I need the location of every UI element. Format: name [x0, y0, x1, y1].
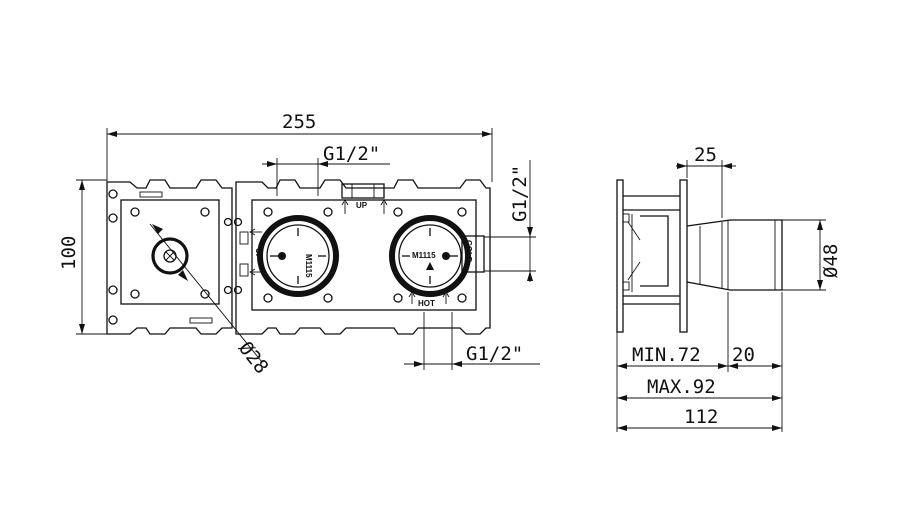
dim-diameter-small — [149, 223, 263, 363]
diameter-large-text: Ø48 — [820, 244, 842, 278]
cold-label: COLD — [464, 240, 473, 263]
depth-top-text: 25 — [694, 144, 717, 166]
up-label: UP — [356, 201, 368, 210]
dim-min-depth — [616, 292, 783, 432]
thread-right-text: G1/2" — [509, 165, 531, 222]
min-depth-text: MIN.72 — [632, 344, 701, 366]
side-view — [616, 179, 783, 333]
max-depth-text: MAX.92 — [647, 376, 716, 398]
extra-text: 20 — [732, 344, 755, 366]
left-cartridge-code: M1115 — [304, 254, 313, 278]
right-cartridge: M1115 — [389, 215, 471, 297]
right-cartridge-code: M1115 — [412, 251, 436, 260]
left-mounting-plate — [106, 179, 233, 335]
dim-thread-bottom — [404, 312, 540, 370]
diameter-small-text: Ø28 — [234, 338, 272, 379]
right-mounting-plate — [223, 179, 491, 335]
thread-top-text: G1/2" — [323, 143, 380, 165]
dim-depth-top — [676, 160, 736, 218]
dim-overall-width — [106, 128, 493, 182]
dim-diameter-large — [782, 219, 826, 291]
dim-thread-top — [262, 158, 390, 196]
height-text: 100 — [58, 236, 80, 270]
dim-height — [76, 179, 107, 335]
dim-max-depth — [617, 395, 782, 401]
thread-bottom-text: G1/2" — [466, 343, 523, 365]
total-depth-text: 112 — [684, 406, 718, 428]
dim-thread-right — [484, 160, 536, 282]
flow-arrows — [249, 199, 450, 304]
dim-total-depth — [617, 425, 782, 431]
left-cartridge: M1115 — [257, 215, 339, 297]
hot-label: HOT — [418, 299, 435, 308]
overall-width-text: 255 — [282, 111, 316, 133]
center-outlet — [151, 237, 189, 275]
up-side-label: UP — [254, 248, 263, 260]
